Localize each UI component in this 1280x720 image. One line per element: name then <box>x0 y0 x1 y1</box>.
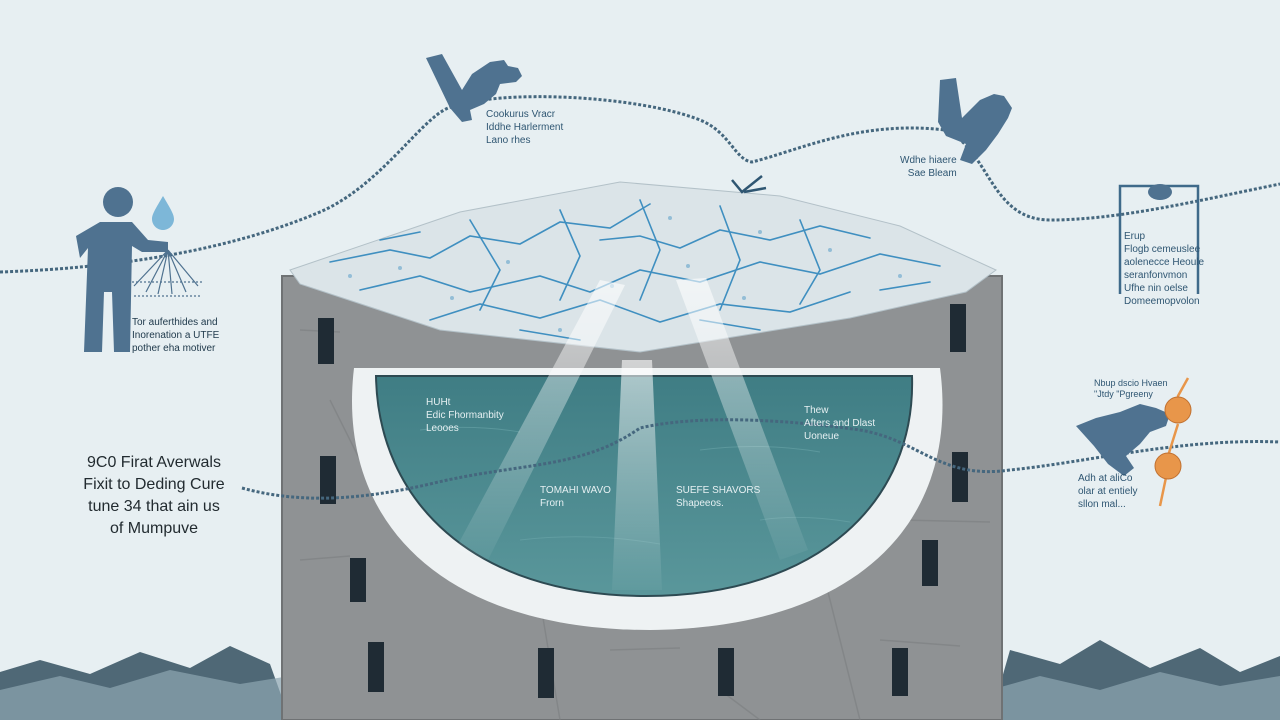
caption-line: Afters and Dlast <box>804 418 876 429</box>
light-beam-center <box>612 360 662 590</box>
caption-line: Erup <box>1124 231 1146 242</box>
caption-line: Leooes <box>426 423 459 434</box>
connector-strings <box>0 95 1280 500</box>
orange-caption: Nbup dscio Hvaen "Jtdy "Pgreeny <box>1094 378 1168 400</box>
caption-line: TOMAHI WAVO <box>540 485 611 496</box>
caption-line: Inorenation a UTFE <box>132 330 220 341</box>
caption-line: olar at entiely <box>1078 486 1138 497</box>
caption-line: Shapeeos. <box>676 498 724 509</box>
wall-windows <box>318 304 968 698</box>
caption-line: Edic Fhormanbity <box>426 410 504 421</box>
person-watering-icon <box>76 187 168 352</box>
main-caption: 9C0 Firat Averwals Fixit to Deding Cure … <box>66 452 242 540</box>
caption-line: Iddhe Harlerment <box>486 122 564 133</box>
water-right-caption: Thew Afters and Dlast Uoneue <box>804 404 875 443</box>
caption-line: aolenecce Heoule <box>1124 257 1205 268</box>
ground-rocks-light <box>0 670 1280 720</box>
ice-cap <box>289 181 997 353</box>
caption-line: Cookurus Vracr <box>486 109 556 120</box>
water-bottom-right-caption: SUEFE SHAVORS Shapeeos. <box>676 484 760 510</box>
caption-line: "Jtdy "Pgreeny <box>1094 389 1153 399</box>
main-caption-line-2: Fixit to Deding Cure <box>83 476 225 493</box>
main-caption-line-3: tune 34 that ain us <box>88 498 220 515</box>
caption-line: pother eha motiver <box>132 343 216 354</box>
caption-line: Lano rhes <box>486 135 531 146</box>
water-droplet-icon <box>152 196 174 230</box>
lower-right-caption: Adh at aliCo olar at entiely sllon mal..… <box>1078 472 1137 511</box>
hand-right-caption: Wdhe hiaere Sae Bleam <box>900 154 957 180</box>
caption-line: Nbup dscio Hvaen <box>1094 378 1168 388</box>
hand-top-caption: Cookurus Vracr Iddhe Harlerment Lano rhe… <box>486 108 563 147</box>
connector-string-middle <box>241 418 1280 500</box>
hand-icon <box>426 54 522 122</box>
caption-line: Uoneue <box>804 431 840 442</box>
caption-line: HUHt <box>426 397 451 408</box>
caption-line: seranfonvmon <box>1124 270 1188 281</box>
person-caption: Tor auferthides and Inorenation a UTFE p… <box>132 316 219 355</box>
caption-line: Sae Bleam <box>907 168 957 179</box>
caption-line: Domeemopvolon <box>1124 296 1200 307</box>
caption-line: Frorn <box>540 498 564 509</box>
main-caption-line-4: of Mumpuve <box>109 520 199 537</box>
water-left-caption: HUHt Edic Fhormanbity Leooes <box>426 396 504 435</box>
hand-icon <box>938 78 1012 164</box>
caption-line: SUEFE SHAVORS <box>676 485 761 496</box>
caption-line: Wdhe hiaere <box>900 155 957 166</box>
frame-hanging-weight <box>1148 184 1172 200</box>
checkmark-icon <box>731 175 767 194</box>
frame-caption: Erup Flogb cemeuslee aolenecce Heoule se… <box>1124 230 1204 308</box>
hand-icon <box>1076 404 1170 476</box>
orange-node-chain <box>1154 377 1192 507</box>
light-beam-left <box>455 280 625 560</box>
caption-line: Ufhe nin oelse <box>1124 283 1188 294</box>
connector-string-top <box>0 95 1280 274</box>
main-caption-line-1: 9C0 Firat Averwals <box>87 454 221 471</box>
caption-line: Thew <box>804 405 829 416</box>
caption-line: Tor auferthides and <box>132 317 218 328</box>
caption-line: Flogb cemeuslee <box>1124 244 1201 255</box>
caption-line: sllon mal... <box>1078 499 1126 510</box>
water-spray <box>132 249 202 297</box>
water-bottom-left-caption: TOMAHI WAVO Frorn <box>540 484 611 510</box>
caption-line: Adh at aliCo <box>1078 473 1133 484</box>
ice-cracks <box>329 199 941 341</box>
ice-speckles <box>348 216 902 332</box>
